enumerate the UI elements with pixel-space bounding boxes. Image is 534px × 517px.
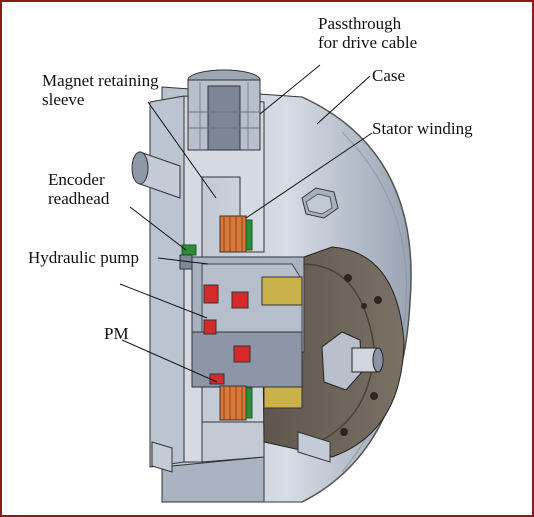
encoder-readhead	[179, 244, 197, 270]
label-passthrough: Passthrough for drive cable	[318, 14, 417, 52]
side-port-pipe	[131, 151, 181, 199]
label-encoder-readhead: Encoder readhead	[48, 170, 109, 208]
label-case: Case	[372, 66, 406, 85]
label-encoder-line1: Encoder	[48, 170, 105, 189]
label-pm: PM	[104, 324, 129, 343]
label-hydraulic-pump: Hydraulic pump	[28, 248, 139, 267]
label-magnet-line2: sleeve	[42, 90, 85, 109]
stator-winding-upper	[219, 215, 253, 253]
label-passthrough-line1: Passthrough	[318, 14, 402, 33]
label-passthrough-line2: for drive cable	[318, 33, 418, 52]
label-encoder-line2: readhead	[48, 189, 110, 208]
label-magnet-sleeve: Magnet retaining sleeve	[42, 71, 159, 109]
stator-winding-lower	[219, 385, 253, 421]
cable-passthrough-fitting	[187, 69, 261, 151]
label-stator-winding: Stator winding	[372, 119, 473, 138]
leader-lines	[119, 64, 373, 383]
hydraulic-fitting	[321, 331, 384, 391]
bottom-bolts	[151, 431, 331, 473]
hex-bolt	[301, 187, 339, 219]
permanent-magnets	[203, 284, 251, 385]
label-magnet-line1: Magnet retaining	[42, 71, 159, 90]
